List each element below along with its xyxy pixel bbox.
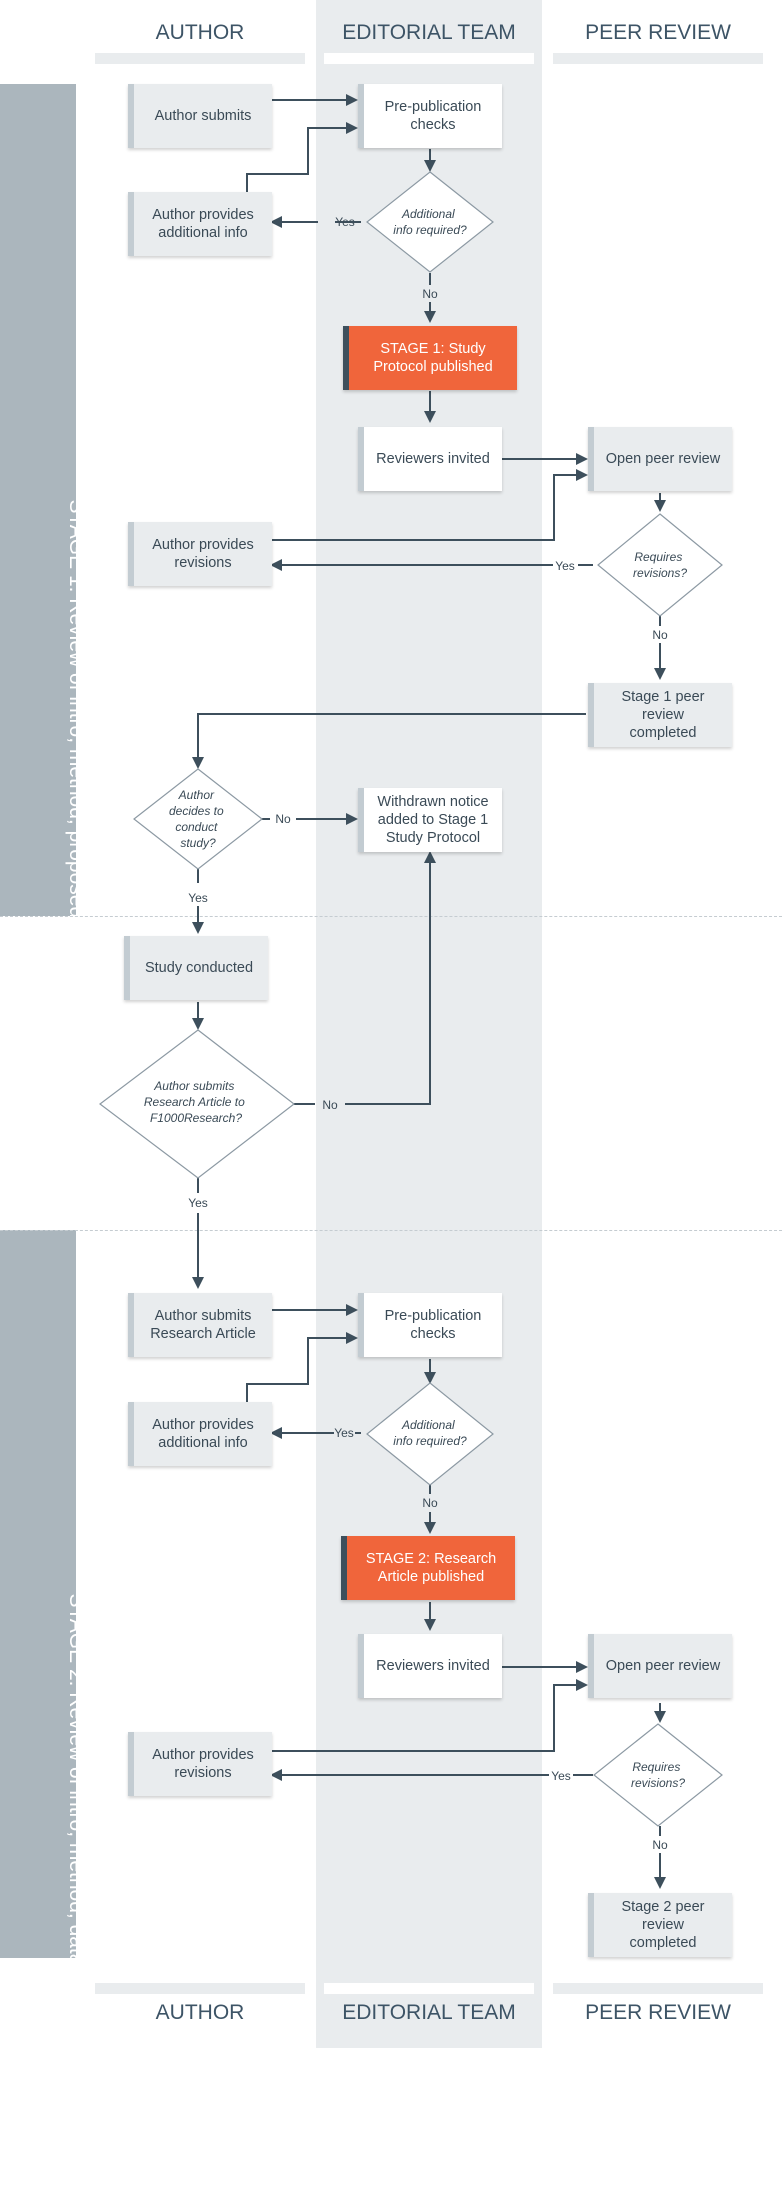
node-s1-reviewers-invited: Reviewers invited: [358, 427, 502, 491]
node-s1-study-protocol-published: STAGE 1: Study Protocol published: [343, 326, 517, 390]
node-s2-author-additional-info: Author provides additional info: [128, 1402, 272, 1466]
column-underline-peer-review: [553, 53, 763, 64]
edge-label-s2-q1-yes: Yes: [334, 1426, 354, 1440]
edge-label-s1-q1-yes: Yes: [335, 215, 355, 229]
decision-s1-additional-info: [366, 171, 494, 273]
edge-label-s1-q2-no: No: [652, 628, 668, 642]
column-header-author: AUTHOR: [155, 21, 245, 44]
node-s2-open-peer-review: Open peer review: [588, 1634, 732, 1698]
flow-connectors: Additional info required? Requires revis…: [99, 94, 723, 2048]
decision-s1-requires-revisions: [597, 513, 723, 617]
edge-label-s2-q2-yes: Yes: [551, 1769, 571, 1783]
node-s2-reviewers-invited: Reviewers invited: [358, 1634, 502, 1698]
column-header-editorial: EDITORIAL TEAM: [342, 21, 516, 44]
decision-conduct-study: [133, 768, 263, 870]
edge-label-submit-yes: Yes: [188, 1196, 208, 1210]
decision-submit-article-text: Author submits Research Article to F1000…: [144, 1079, 248, 1125]
node-s1-author-revisions: Author provides revisions: [128, 522, 272, 586]
node-s1-peer-review-completed: Stage 1 peer review completed: [588, 683, 732, 747]
decision-s1-additional-info-text: Additional info required?: [393, 207, 467, 237]
node-s1-prepublication-checks: Pre-publication checks: [358, 84, 502, 148]
stage-divider-2: [0, 1230, 782, 1231]
decision-s2-requires-revisions-text: Requires revisions?: [631, 1760, 685, 1790]
edge-s2-info-to-checks: [246, 1332, 358, 1402]
edge-revisions-to-open: [272, 469, 588, 541]
column-footer-author: AUTHOR: [155, 2001, 245, 2024]
node-s2-author-submits-article: Author submits Research Article: [128, 1293, 272, 1357]
column-underline-editorial: [324, 53, 534, 64]
decision-submit-article: [99, 1029, 295, 1179]
node-s2-peer-review-completed: Stage 2 peer review completed: [588, 1893, 732, 1957]
edge-label-s1-q1-no: No: [422, 287, 438, 301]
node-s1-author-additional-info: Author provides additional info: [128, 192, 272, 256]
column-overline-editorial-bottom: [324, 1983, 534, 1994]
node-s2-author-revisions: Author provides revisions: [128, 1732, 272, 1796]
edge-info-to-checks: [246, 122, 358, 192]
decision-conduct-study-text: Author decides to conduct study?: [169, 788, 227, 850]
node-s1-open-peer-review: Open peer review: [588, 427, 732, 491]
decision-s1-requires-revisions-text: Requires revisions?: [633, 550, 687, 580]
edge-label-conduct-no: No: [275, 812, 291, 826]
column-overline-author-bottom: [95, 1983, 305, 1994]
stage2-band: STAGE 2: Review of intro, method, data, …: [0, 1230, 88, 2190]
column-overline-peer-review-bottom: [553, 1983, 763, 1994]
edge-label-s2-q2-no: No: [652, 1838, 668, 1852]
column-header-peer-review: PEER REVIEW: [585, 21, 731, 44]
node-s2-research-article-published: STAGE 2: Research Article published: [341, 1536, 515, 1600]
column-footer-peer-review: PEER REVIEW: [585, 2001, 731, 2024]
decision-s2-requires-revisions: [593, 1723, 723, 1827]
edge-s2-revisions-to-open: [272, 1679, 588, 1752]
edge-label-s2-q1-no: No: [422, 1496, 438, 1510]
column-footer-editorial: EDITORIAL TEAM: [342, 2001, 516, 2024]
node-withdrawn-notice: Withdrawn notice added to Stage 1 Study …: [358, 788, 502, 852]
node-study-conducted: Study conducted: [124, 936, 268, 1000]
stage-divider-1: [0, 916, 782, 917]
edge-label-submit-no: No: [322, 1098, 338, 1112]
edge-label-conduct-yes: Yes: [188, 891, 208, 905]
column-underline-author: [95, 53, 305, 64]
edge-completed-to-conduct: [192, 713, 586, 769]
decision-s2-additional-info-text: Additional info required?: [393, 1418, 467, 1448]
edge-submit-no: [294, 853, 430, 1105]
node-s1-author-submits: Author submits: [128, 84, 272, 148]
edge-label-s1-q2-yes: Yes: [555, 559, 575, 573]
stage1-band: STAGE 1: Review of intro, method, propos…: [0, 84, 88, 1145]
decision-s2-additional-info: [366, 1382, 494, 1486]
node-s2-prepublication-checks: Pre-publication checks: [358, 1293, 502, 1357]
